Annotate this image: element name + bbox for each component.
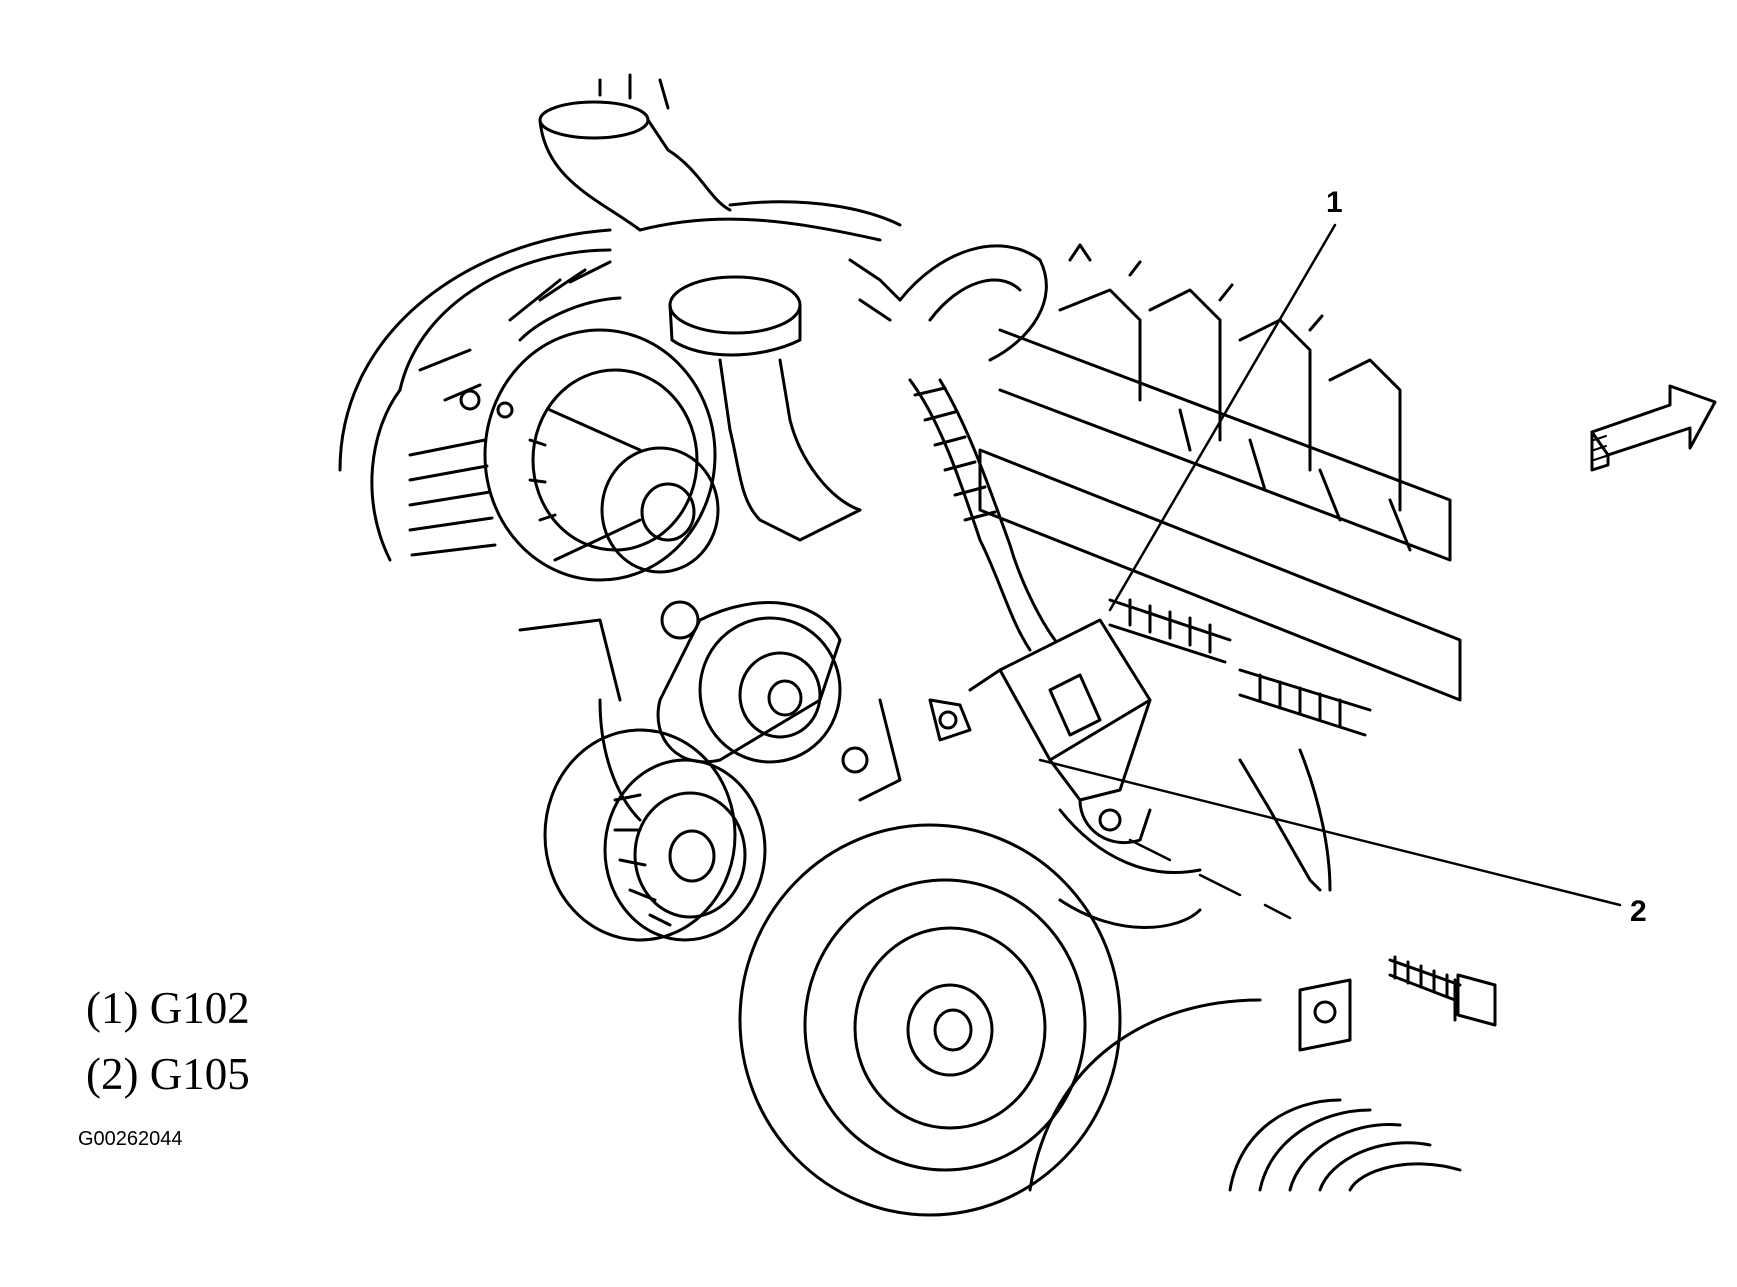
wiring-harness (848, 244, 1057, 652)
callout-1-leader (1108, 223, 1337, 612)
fuel-rail (978, 243, 1462, 702)
legend-item-g105: (2) G105 (86, 1049, 250, 1099)
figure-id: G00262044 (78, 1128, 183, 1150)
legend-item-g102: (1) G102 (86, 983, 250, 1033)
belt-tensioner (656, 601, 842, 764)
accessory-pulley (1028, 998, 1462, 1192)
bolt-guide-line (1128, 838, 1292, 920)
accessory-bracket (1298, 978, 1352, 1052)
direction-arrow-icon (1590, 384, 1717, 472)
ground-connector-block (928, 618, 1152, 845)
studs (1108, 598, 1372, 737)
engine-block (518, 618, 1332, 929)
callout-number-2: 2 (1630, 895, 1647, 928)
intake-tube (538, 73, 902, 242)
crankshaft-pulley (738, 823, 1122, 1217)
callout-2-leader (1038, 758, 1622, 907)
ground-bolt-icon (1388, 955, 1497, 1027)
oil-fill-tube (668, 275, 862, 542)
upper-idler-pulley (483, 328, 720, 640)
lower-idler-pulley (543, 728, 767, 942)
callout-number-1: 1 (1326, 186, 1343, 219)
alternator (338, 228, 622, 562)
